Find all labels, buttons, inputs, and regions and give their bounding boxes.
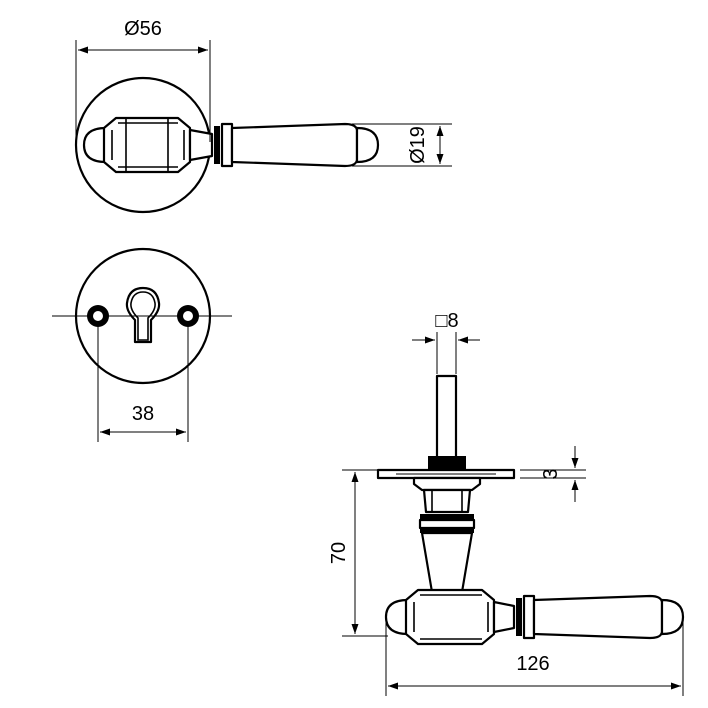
shank-ring-1 <box>420 514 474 519</box>
screw-hole-right <box>177 305 199 327</box>
dimension-lever-length: 126 <box>385 620 684 696</box>
lever-neck <box>188 128 214 162</box>
lever-hub <box>102 116 192 174</box>
lever-diameter-label: Ø19 <box>407 126 429 164</box>
keyhole-inner <box>130 291 156 341</box>
shank-ring-3 <box>420 529 474 533</box>
lever-shank <box>422 488 472 514</box>
side-lever-hub-facets <box>413 594 489 640</box>
spindle <box>435 374 458 460</box>
lever-hub-facets <box>111 118 185 172</box>
spindle-square-label: □8 <box>435 310 458 332</box>
dimension-lever-diameter: Ø19 <box>352 123 452 167</box>
side-view-lever <box>376 374 685 646</box>
lever-length-label: 126 <box>516 653 549 675</box>
top-view-lever-on-rose <box>74 76 380 214</box>
side-lever-hub <box>404 588 496 646</box>
keyhole-escutcheon <box>52 247 232 385</box>
side-lever-neck <box>492 600 516 634</box>
side-lever-collar <box>522 594 536 640</box>
lever-collar-ring <box>214 126 220 164</box>
dimension-hole-spacing: 38 <box>97 326 189 442</box>
hole-spacing-label: 38 <box>132 403 154 425</box>
lever-tip <box>355 126 380 164</box>
dimension-rose-thickness: 3 <box>520 446 586 502</box>
side-lever-end-knob <box>384 598 410 636</box>
shank-facets <box>431 490 463 512</box>
lever-neck-side <box>420 531 474 594</box>
dimension-rose-diameter: Ø56 <box>75 18 211 142</box>
dimension-spindle-square: □8 <box>412 310 480 374</box>
rose-boss <box>412 476 482 492</box>
screw-hole-left <box>87 305 109 327</box>
dimension-lever-height: 70 <box>328 469 388 637</box>
keyhole-outer <box>125 286 161 344</box>
side-lever-tip <box>660 598 685 636</box>
lever-end-knob <box>82 126 108 164</box>
spindle-base <box>428 456 466 470</box>
lever-handle-body <box>230 122 359 168</box>
shank-ring-2 <box>418 518 476 530</box>
lever-height-label: 70 <box>328 542 350 564</box>
side-lever-ring <box>516 598 522 636</box>
rose-diameter-label: Ø56 <box>124 18 162 40</box>
side-lever-handle-body <box>532 594 664 640</box>
rose-thickness-label: 3 <box>540 468 562 479</box>
lever-collar <box>220 122 234 168</box>
